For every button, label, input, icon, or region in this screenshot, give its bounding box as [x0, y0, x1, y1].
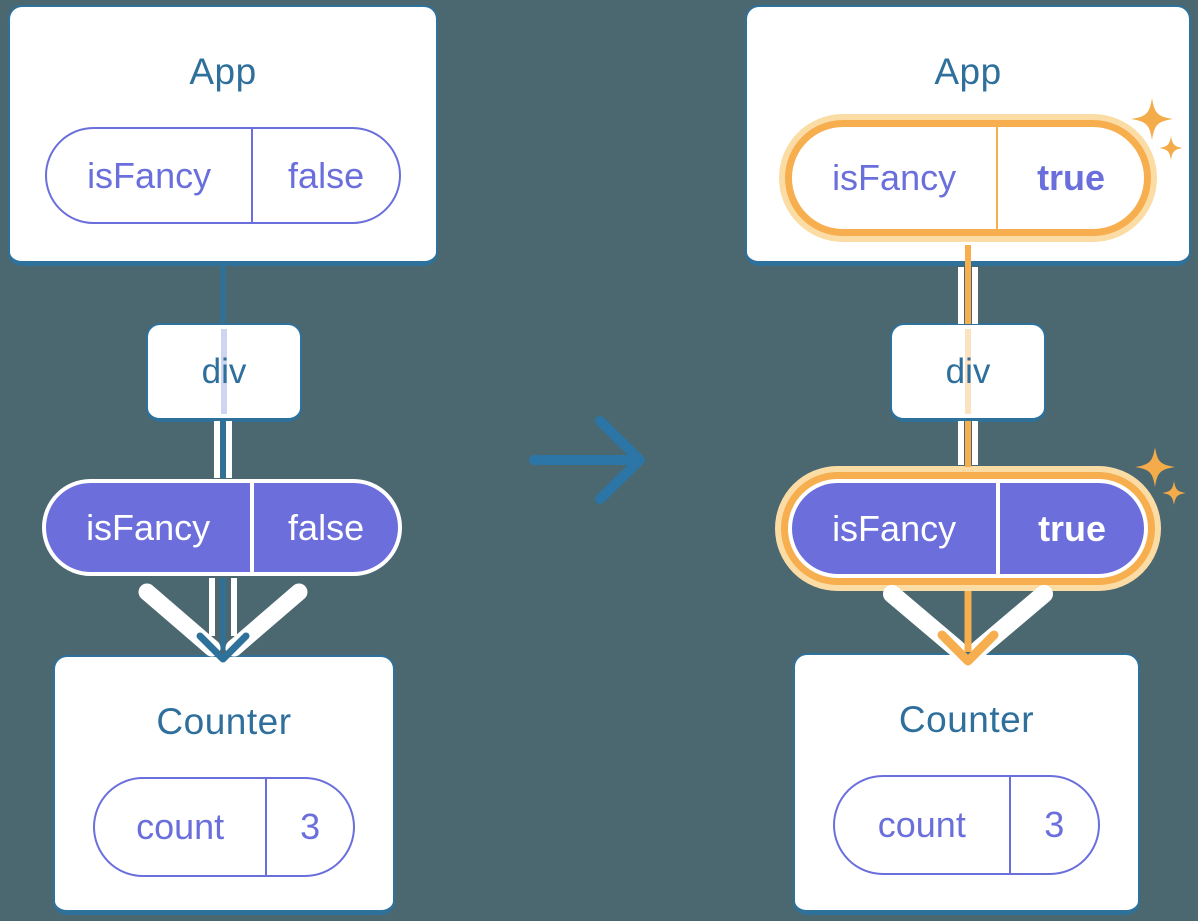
state-name-label: count: [877, 804, 966, 845]
component-title: Counter: [898, 699, 1035, 740]
sparkle-icon: [1162, 481, 1186, 505]
prop-value-label: false: [250, 483, 398, 572]
prop-name-label: isFancy: [832, 157, 957, 198]
prop-thread-line: [965, 329, 971, 414]
component-title: App: [189, 51, 257, 92]
prop-thread-line: [221, 329, 227, 414]
div-label: div: [201, 351, 247, 391]
prop-pill-app-after-highlighted: isFancy true: [792, 127, 1144, 229]
prop-pill-app-before: isFancy false: [45, 127, 401, 224]
div-element-box-after: div: [890, 323, 1046, 422]
state-name-label: count: [136, 806, 225, 847]
sparkle-icon: [1135, 447, 1175, 487]
prop-name-label: isFancy: [86, 506, 211, 548]
component-title: Counter: [156, 701, 292, 742]
prop-value-label: false: [251, 129, 399, 222]
prop-pill-passed-after-highlighted: isFancy true: [788, 479, 1148, 578]
prop-connector-after: [883, 245, 1053, 666]
state-value-label: 3: [265, 779, 353, 875]
component-title: App: [934, 51, 1002, 92]
div-element-box-before: div: [146, 323, 302, 422]
counter-component-card-before: Counter count 3: [53, 655, 395, 915]
prop-value-label: true: [996, 483, 1144, 574]
div-label: div: [945, 351, 991, 391]
state-pill-counter-before: count 3: [93, 777, 355, 877]
arrow-right-icon: [529, 416, 645, 504]
prop-pill-passed-before: isFancy false: [42, 479, 402, 576]
chevron-down-arrow-icon: [883, 585, 1053, 658]
chevron-down-arrow-icon: [138, 583, 308, 657]
state-value-label: 3: [1008, 777, 1098, 873]
counter-component-card-after: Counter count 3: [793, 653, 1140, 915]
prop-value-label: true: [996, 127, 1144, 229]
app-component-card-before: App isFancy false: [8, 5, 438, 266]
app-component-card-after: App isFancy true: [745, 5, 1191, 266]
state-pill-counter-after: count 3: [833, 775, 1100, 875]
prop-name-label: isFancy: [87, 154, 212, 196]
prop-name-label: isFancy: [832, 507, 957, 549]
